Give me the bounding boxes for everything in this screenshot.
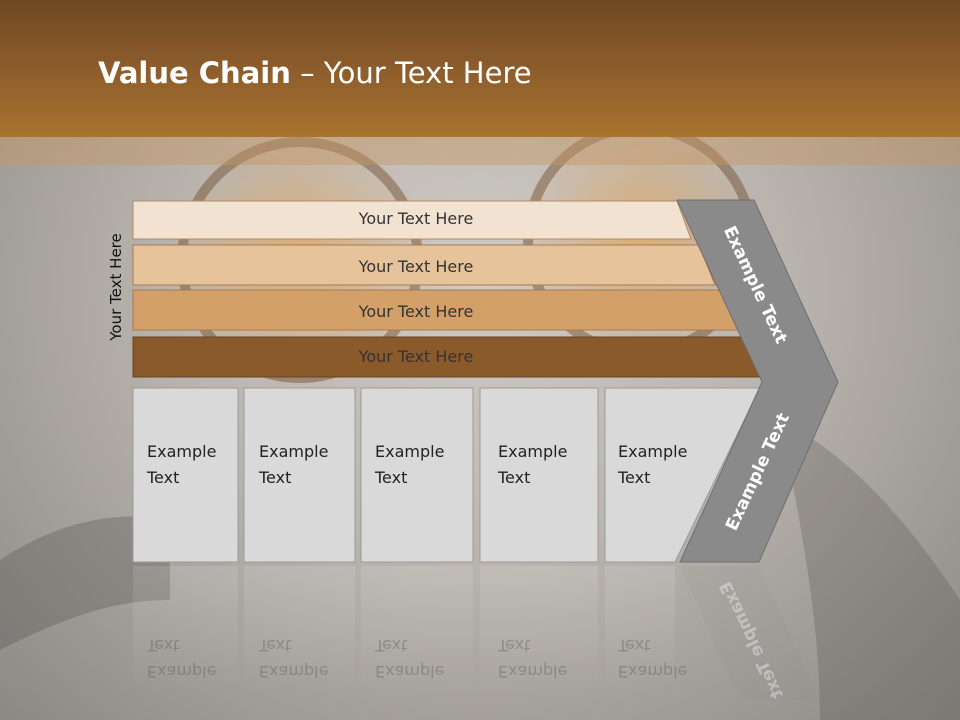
title-bold: Value Chain [98,56,291,90]
box-1-reflection-line1: Example [147,662,217,681]
box-4-reflection-line1: Example [498,662,568,681]
bar-1-label: Your Text Here [358,209,474,228]
bar-3-label: Your Text Here [358,302,474,321]
box-2-reflection: Example Text [259,632,328,684]
header-bar [0,0,960,137]
box-2-reflection-line2: Text [259,636,292,655]
box-5 [604,387,761,563]
box-1 [132,387,239,563]
box-5-reflection-line2: Text [618,636,651,655]
box-4-line2: Text [498,468,531,487]
bar-4-label: Your Text Here [358,347,474,366]
box-2-line1: Example [259,442,329,461]
box-3 [360,387,474,563]
box-3-line2: Text [375,468,408,487]
box-3-reflection: Example Text [375,632,444,684]
slide-title: Value Chain – Your Text Here [98,56,532,90]
box-4-reflection: Example Text [498,632,567,684]
box-5-line2: Text [618,468,651,487]
box-3-line1: Example [375,442,445,461]
box-5-reflection: Example Text [618,632,687,684]
box-4 [479,387,599,563]
box-2 [243,387,356,563]
box-1-reflection-line2: Text [147,636,180,655]
box-1-line2: Text [147,468,180,487]
reflection [133,566,820,700]
bar-2 [132,244,716,286]
box-4-line1: Example [498,442,568,461]
box-5-reflection-line1: Example [618,662,688,681]
bar-1 [132,200,692,240]
box-5-line1: Example [618,442,688,461]
box-2-reflection-line1: Example [259,662,329,681]
box-3-reflection-line2: Text [375,636,408,655]
title-rest: – Your Text Here [290,56,532,90]
box-1-reflection: Example Text [147,632,216,684]
header-band [0,137,960,165]
box-3-reflection-line1: Example [375,662,445,681]
box-2-line2: Text [259,468,292,487]
chevron-arrow [676,199,839,563]
box-4-reflection-line2: Text [498,636,531,655]
box-1-line1: Example [147,442,217,461]
bar-2-label: Your Text Here [358,257,474,276]
